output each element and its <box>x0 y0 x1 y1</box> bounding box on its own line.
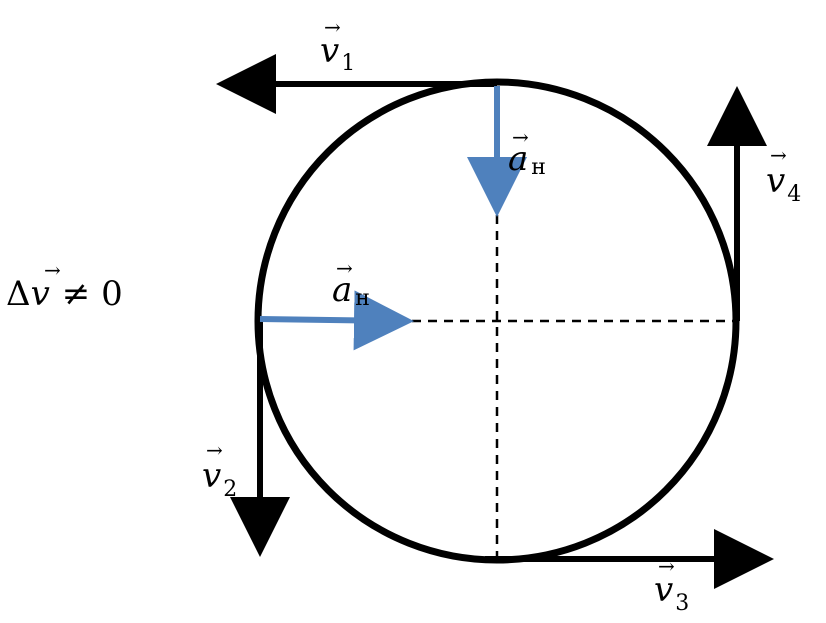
vector-arrow-mark: → <box>512 125 529 149</box>
label-a-left-index: н <box>355 286 370 311</box>
label-v1-index: 1 <box>341 51 355 76</box>
label-v3-letter: v <box>654 570 673 610</box>
vector-arrow-mark: → <box>44 258 61 282</box>
svg-text:v1: v1 <box>320 31 355 76</box>
svg-text:v3: v3 <box>654 570 689 616</box>
label-v4-letter: v <box>766 161 785 201</box>
label-v2: → v2 <box>202 438 237 502</box>
svg-text:v2: v2 <box>202 456 237 502</box>
delta-symbol: Δ <box>6 274 31 314</box>
label-v3: → v3 <box>654 554 689 616</box>
delta-letter: v <box>31 274 50 314</box>
label-v1-letter: v <box>320 31 339 71</box>
svg-text:Δv≠ 0: Δv ≠ 0 <box>6 274 123 314</box>
label-a-left-letter: a <box>332 270 352 310</box>
vector-arrow-mark: → <box>206 438 223 462</box>
label-a-top-letter: a <box>508 139 528 179</box>
vector-arrow-mark: → <box>324 15 341 39</box>
label-v2-letter: v <box>202 456 221 496</box>
vector-arrow-mark: → <box>770 143 787 167</box>
label-v3-index: 3 <box>675 591 689 616</box>
svg-text:aн: aн <box>508 139 546 180</box>
label-v1: → v1 <box>320 15 355 76</box>
label-v2-index: 2 <box>223 477 237 502</box>
label-v4-index: 4 <box>787 182 801 207</box>
acceleration-arrow-left <box>259 290 414 351</box>
label-a-top-index: н <box>531 155 546 180</box>
svg-text:v4: v4 <box>766 161 801 207</box>
vector-arrow-mark: → <box>658 554 675 578</box>
delta-rest: ≠ 0 <box>62 274 123 314</box>
label-v4: → v4 <box>766 143 801 207</box>
delta-v-equation: → Δv ≠ 0 <box>6 258 123 314</box>
vector-arrow-mark: → <box>336 256 353 280</box>
svg-text:aн: aн <box>332 270 370 311</box>
